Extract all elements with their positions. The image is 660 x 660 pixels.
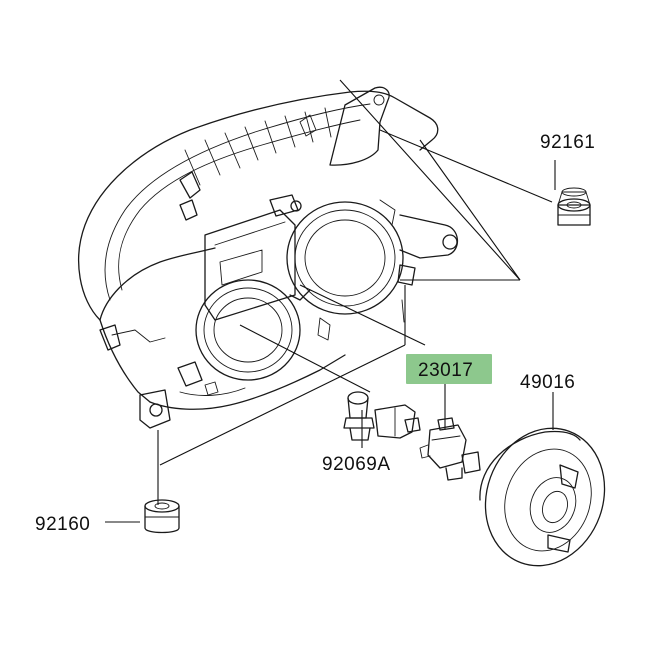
- label-92161[interactable]: 92161: [540, 132, 595, 153]
- leader-lines: [105, 129, 556, 523]
- label-92160[interactable]: 92160: [35, 514, 90, 535]
- cap-49016[interactable]: [467, 411, 624, 582]
- grommet-92160[interactable]: [144, 499, 180, 534]
- label-23017[interactable]: 23017: [418, 360, 473, 381]
- bulb-92069A[interactable]: [343, 391, 421, 441]
- part-highlight-23017: [406, 354, 492, 384]
- assembly-guide-lines: [159, 79, 521, 466]
- label-49016[interactable]: 49016: [520, 372, 575, 393]
- grommet-92161[interactable]: [557, 187, 591, 226]
- label-92069A[interactable]: 92069A: [322, 454, 391, 475]
- socket-harness-23017[interactable]: [419, 417, 481, 481]
